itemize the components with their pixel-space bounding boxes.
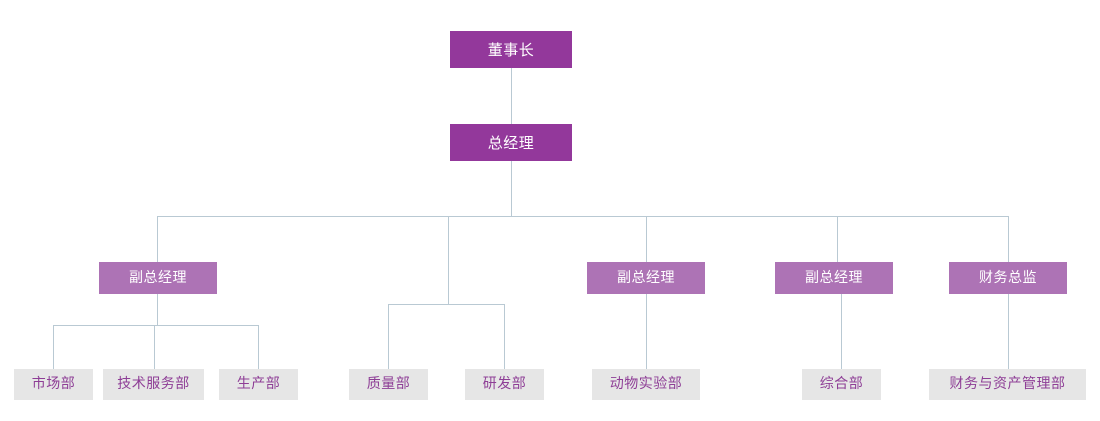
connector-cfo-to-fin [1008,294,1009,369]
org-node-label: 副总经理 [805,269,863,286]
org-node-label: 副总经理 [129,269,187,286]
org-node-label: 财务与资产管理部 [949,376,1066,393]
org-node-dept_fin[interactable]: 财务与资产管理部 [929,369,1086,400]
org-node-vp3[interactable]: 副总经理 [775,262,893,294]
connector-bus-drop-vp3 [837,216,838,262]
connector-vp2-to-animal [646,294,647,369]
org-node-label: 生产部 [236,376,281,393]
connector-vp1-drop-tech [154,325,155,369]
org-node-dept_mkt[interactable]: 市场部 [14,369,93,400]
org-node-label: 财务总监 [979,269,1037,286]
connector-chairman-to-gm [511,68,512,124]
org-node-dept_animal[interactable]: 动物实验部 [592,369,700,400]
org-node-dept_qa[interactable]: 质量部 [349,369,428,400]
org-node-dept_admin[interactable]: 综合部 [802,369,881,400]
connector-bus-drop-cfo [1008,216,1009,262]
connector-vp1-drop-mkt [53,325,54,369]
org-node-label: 综合部 [819,376,864,393]
connector-bus-drop-mid [448,216,449,304]
connector-mid-drop-rd [504,304,505,369]
org-node-gm[interactable]: 总经理 [450,124,572,161]
connector-mid-sub-bus [388,304,504,305]
org-node-label: 技术服务部 [117,376,190,393]
connector-mid-drop-qa [388,304,389,369]
org-node-dept_rd[interactable]: 研发部 [465,369,544,400]
org-node-vp1[interactable]: 副总经理 [99,262,217,294]
org-node-dept_tech[interactable]: 技术服务部 [103,369,204,400]
org-node-cfo[interactable]: 财务总监 [949,262,1067,294]
org-node-label: 副总经理 [617,269,675,286]
connector-bus-drop-vp1 [157,216,158,262]
org-node-label: 总经理 [487,133,535,152]
connector-vp1-stem-down [157,294,158,325]
connector-main-bus [157,216,1009,217]
connector-vp1-sub-bus [53,325,259,326]
connector-vp1-drop-prod [258,325,259,369]
org-node-chairman[interactable]: 董事长 [450,31,572,68]
org-node-dept_prod[interactable]: 生产部 [219,369,298,400]
connector-bus-drop-vp2 [646,216,647,262]
connector-gm-stem-down [511,161,512,217]
org-node-label: 动物实验部 [609,376,683,393]
org-node-vp2[interactable]: 副总经理 [587,262,705,294]
org-node-label: 研发部 [482,376,527,393]
org-node-label: 质量部 [366,376,411,393]
org-node-label: 市场部 [31,376,76,393]
connector-vp3-to-admin [841,294,842,369]
org-node-label: 董事长 [487,40,535,59]
